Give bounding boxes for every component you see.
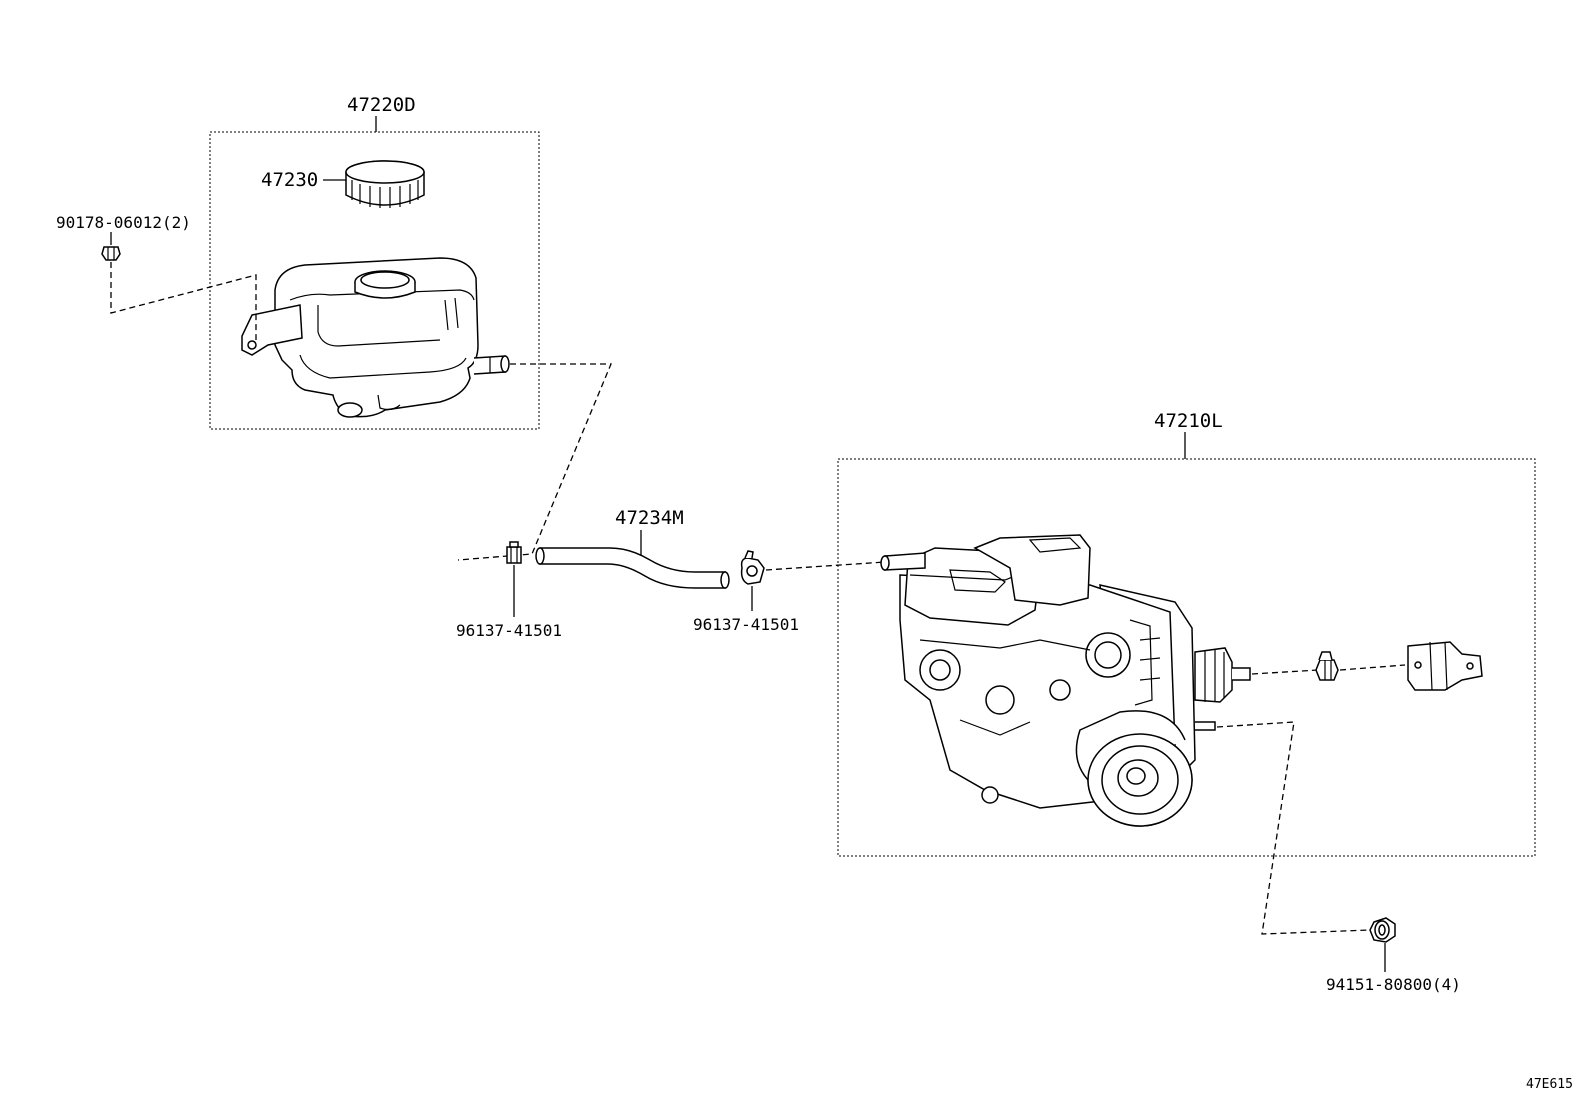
stud-to-nut-path <box>1216 721 1371 935</box>
clamp-left-icon[interactable] <box>506 541 522 564</box>
nut-icon[interactable] <box>1369 917 1396 943</box>
clamp-left-label[interactable]: 96137-41501 <box>456 621 562 640</box>
booster-to-clevis-path <box>1251 669 1319 675</box>
reservoir-assembly-group: 47220D 47230 <box>209 94 540 430</box>
clamp-right-label[interactable]: 96137-41501 <box>693 615 799 634</box>
booster-assembly-label[interactable]: 47210L <box>1154 410 1223 432</box>
cap-label[interactable]: 47230 <box>261 169 318 191</box>
nut-group: 94151-80800(4) <box>1326 917 1461 994</box>
reservoir-to-clamp-path <box>457 363 612 561</box>
booster-assembly-box <box>837 458 1536 857</box>
diagram-code: 47E615 <box>1526 1077 1573 1092</box>
clamp-to-booster-path <box>765 561 886 571</box>
nut-to-bracket-path <box>1339 664 1406 671</box>
bolt-install-path <box>110 262 257 340</box>
clamp-left-group: 96137-41501 <box>456 541 562 640</box>
booster-assembly-group: 47210L <box>837 410 1536 857</box>
clamp-right-icon[interactable] <box>740 550 765 585</box>
bolt-group: 90178-06012(2) <box>56 213 257 340</box>
hose-label[interactable]: 47234M <box>615 507 684 529</box>
reservoir-assembly-box <box>209 131 540 430</box>
bolt-label[interactable]: 90178-06012(2) <box>56 213 191 232</box>
reservoir-cap[interactable] <box>345 160 425 208</box>
hose-group: 47234M <box>535 507 730 589</box>
reservoir-assembly-label[interactable]: 47220D <box>347 94 416 116</box>
bolt-icon[interactable] <box>101 246 121 261</box>
clamp-right-group: 96137-41501 <box>693 550 799 634</box>
hose-icon[interactable] <box>539 547 726 589</box>
pedal-bracket-icon[interactable] <box>1407 641 1483 691</box>
clevis-nut-icon[interactable] <box>1315 651 1339 681</box>
brake-booster-unit[interactable] <box>880 534 1251 827</box>
nut-label[interactable]: 94151-80800(4) <box>1326 975 1461 994</box>
reservoir-tank[interactable] <box>241 257 510 418</box>
